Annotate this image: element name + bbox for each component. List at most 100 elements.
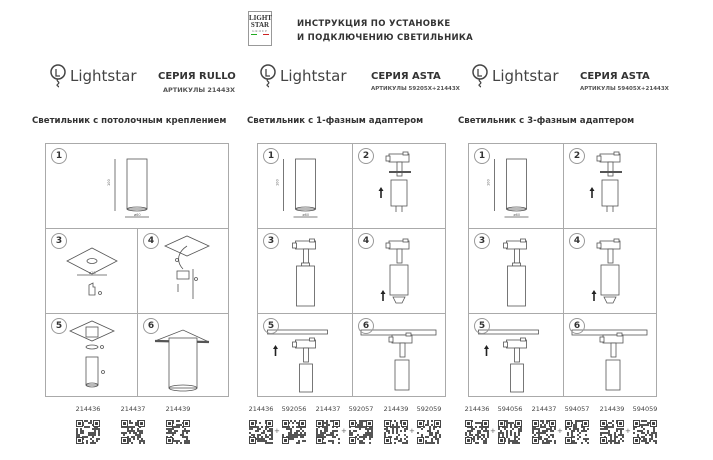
step-panel-2: 2 xyxy=(353,144,445,229)
qr-code[interactable] xyxy=(565,420,589,448)
article-code: 214436 xyxy=(248,405,274,413)
plus-sign: + xyxy=(625,427,631,435)
track-installed-illustration xyxy=(571,329,648,391)
step-number: 1 xyxy=(263,148,279,164)
qr-code[interactable] xyxy=(166,420,190,448)
mount-cylinder-illustration xyxy=(69,320,115,388)
series-name: СЕРИЯ ASTA xyxy=(580,71,650,82)
brand-name: Lightstar xyxy=(280,67,347,85)
step-number: 4 xyxy=(358,233,374,249)
lightbulb-logo-icon xyxy=(50,64,66,88)
lightstar-brand-logo: Lightstar xyxy=(472,64,559,88)
plus-sign: + xyxy=(409,427,415,435)
dimension-diameter: ø60 xyxy=(514,213,521,217)
brand-name: Lightstar xyxy=(492,67,559,85)
dimension-height: 100 xyxy=(276,179,280,186)
article-code: 594057 xyxy=(564,405,590,413)
plus-sign: + xyxy=(341,427,347,435)
article-numbers: АРТИКУЛЫ 21443X xyxy=(163,86,236,94)
dimension-diameter: ø60 xyxy=(134,213,141,217)
step-number: 6 xyxy=(358,318,374,334)
qr-code[interactable] xyxy=(316,420,340,448)
step-number: 1 xyxy=(474,148,490,164)
title-line-2: И ПОДКЛЮЧЕНИЮ СВЕТИЛЬНИКА xyxy=(297,33,474,43)
qr-code[interactable] xyxy=(76,420,100,448)
step-number: 5 xyxy=(263,318,279,334)
step-number: 6 xyxy=(143,318,159,334)
insert-lamp-illustration xyxy=(591,238,621,304)
lightbulb-logo-icon xyxy=(260,64,276,88)
cylinder-dimensions-illustration: 100 ø60 xyxy=(487,158,529,218)
article-code: 214439 xyxy=(165,405,191,413)
step-panel-6: 6 xyxy=(138,314,228,396)
ceiling-plate-bracket-illustration: ø28 xyxy=(66,247,118,296)
qr-code[interactable] xyxy=(384,420,408,448)
dimension-diameter: ø28 xyxy=(89,271,96,275)
step-number: 3 xyxy=(263,233,279,249)
step-panel-5: 5 xyxy=(46,314,138,396)
step-panel-1: 100 ø60 1 xyxy=(258,144,353,229)
article-code: 592056 xyxy=(281,405,307,413)
adapter-cylinder-illustration xyxy=(292,238,316,307)
qr-code[interactable] xyxy=(532,420,556,448)
article-code: 214436 xyxy=(464,405,490,413)
adapter-cylinder-illustration xyxy=(503,238,527,307)
step-number: 1 xyxy=(51,148,67,164)
step-panel-4: 4 xyxy=(353,229,445,314)
step-number: 6 xyxy=(569,318,585,334)
step-number: 3 xyxy=(51,233,67,249)
article-code: 594059 xyxy=(632,405,658,413)
step-number: 5 xyxy=(474,318,490,334)
qr-code[interactable] xyxy=(465,420,489,448)
plus-sign: + xyxy=(274,427,280,435)
step-panel-1: 100 ø60 1 xyxy=(469,144,564,229)
qr-code[interactable] xyxy=(600,420,624,448)
step-panel-5: 5 xyxy=(469,314,564,396)
adapter-wiring-illustration xyxy=(378,151,411,212)
instruction-steps-grid: 100 ø60 1 ø28 3 4 5 6 xyxy=(45,143,229,397)
article-numbers: АРТИКУЛЫ 59205X+21443X xyxy=(371,86,460,92)
article-code: 214436 xyxy=(75,405,101,413)
qr-code[interactable] xyxy=(417,420,441,448)
title-line-1: ИНСТРУКЦИЯ ПО УСТАНОВКЕ xyxy=(297,19,451,29)
qr-code[interactable] xyxy=(282,420,306,448)
cylinder-dimensions-illustration: 100 ø60 xyxy=(107,158,149,218)
step-number: 2 xyxy=(358,148,374,164)
lightstar-brand-logo: Lightstar xyxy=(50,64,137,88)
plus-sign: + xyxy=(490,427,496,435)
insert-lamp-illustration xyxy=(380,238,410,304)
dimension-height: 100 xyxy=(487,179,491,186)
section-subtitle: Светильник с потолочным креплением xyxy=(32,116,227,126)
step-panel-1: 100 ø60 1 xyxy=(46,144,228,229)
article-code: 214437 xyxy=(531,405,557,413)
brand-name: Lightstar xyxy=(70,67,137,85)
section-subtitle: Светильник с 3-фазным адаптером xyxy=(458,116,635,126)
track-insert-illustration xyxy=(478,329,539,393)
step-number: 4 xyxy=(143,233,159,249)
qr-code[interactable] xyxy=(349,420,373,448)
lightstar-brand-logo: Lightstar xyxy=(260,64,347,88)
adapter-wiring-illustration xyxy=(589,151,622,212)
dimension-diameter: ø60 xyxy=(303,213,310,217)
step-number: 3 xyxy=(474,233,490,249)
qr-code[interactable] xyxy=(498,420,522,448)
installed-ceiling-illustration xyxy=(154,329,210,392)
track-insert-illustration xyxy=(267,329,328,393)
step-number: 2 xyxy=(569,148,585,164)
step-panel-3: 3 xyxy=(258,229,353,314)
ceiling-wiring-illustration xyxy=(164,235,210,299)
step-panel-2: 2 xyxy=(564,144,656,229)
step-panel-3: ø28 3 xyxy=(46,229,138,314)
article-numbers: АРТИКУЛЫ 59405X+21443X xyxy=(580,86,669,92)
qr-code[interactable] xyxy=(633,420,657,448)
step-panel-6: 6 xyxy=(564,314,656,396)
qr-code[interactable] xyxy=(249,420,273,448)
plus-sign: + xyxy=(557,427,563,435)
qr-code[interactable] xyxy=(121,420,145,448)
dimension-height: 100 xyxy=(107,179,111,186)
article-code: 214437 xyxy=(315,405,341,413)
section-subtitle: Светильник с 1-фазным адаптером xyxy=(247,116,424,126)
step-number: 5 xyxy=(51,318,67,334)
